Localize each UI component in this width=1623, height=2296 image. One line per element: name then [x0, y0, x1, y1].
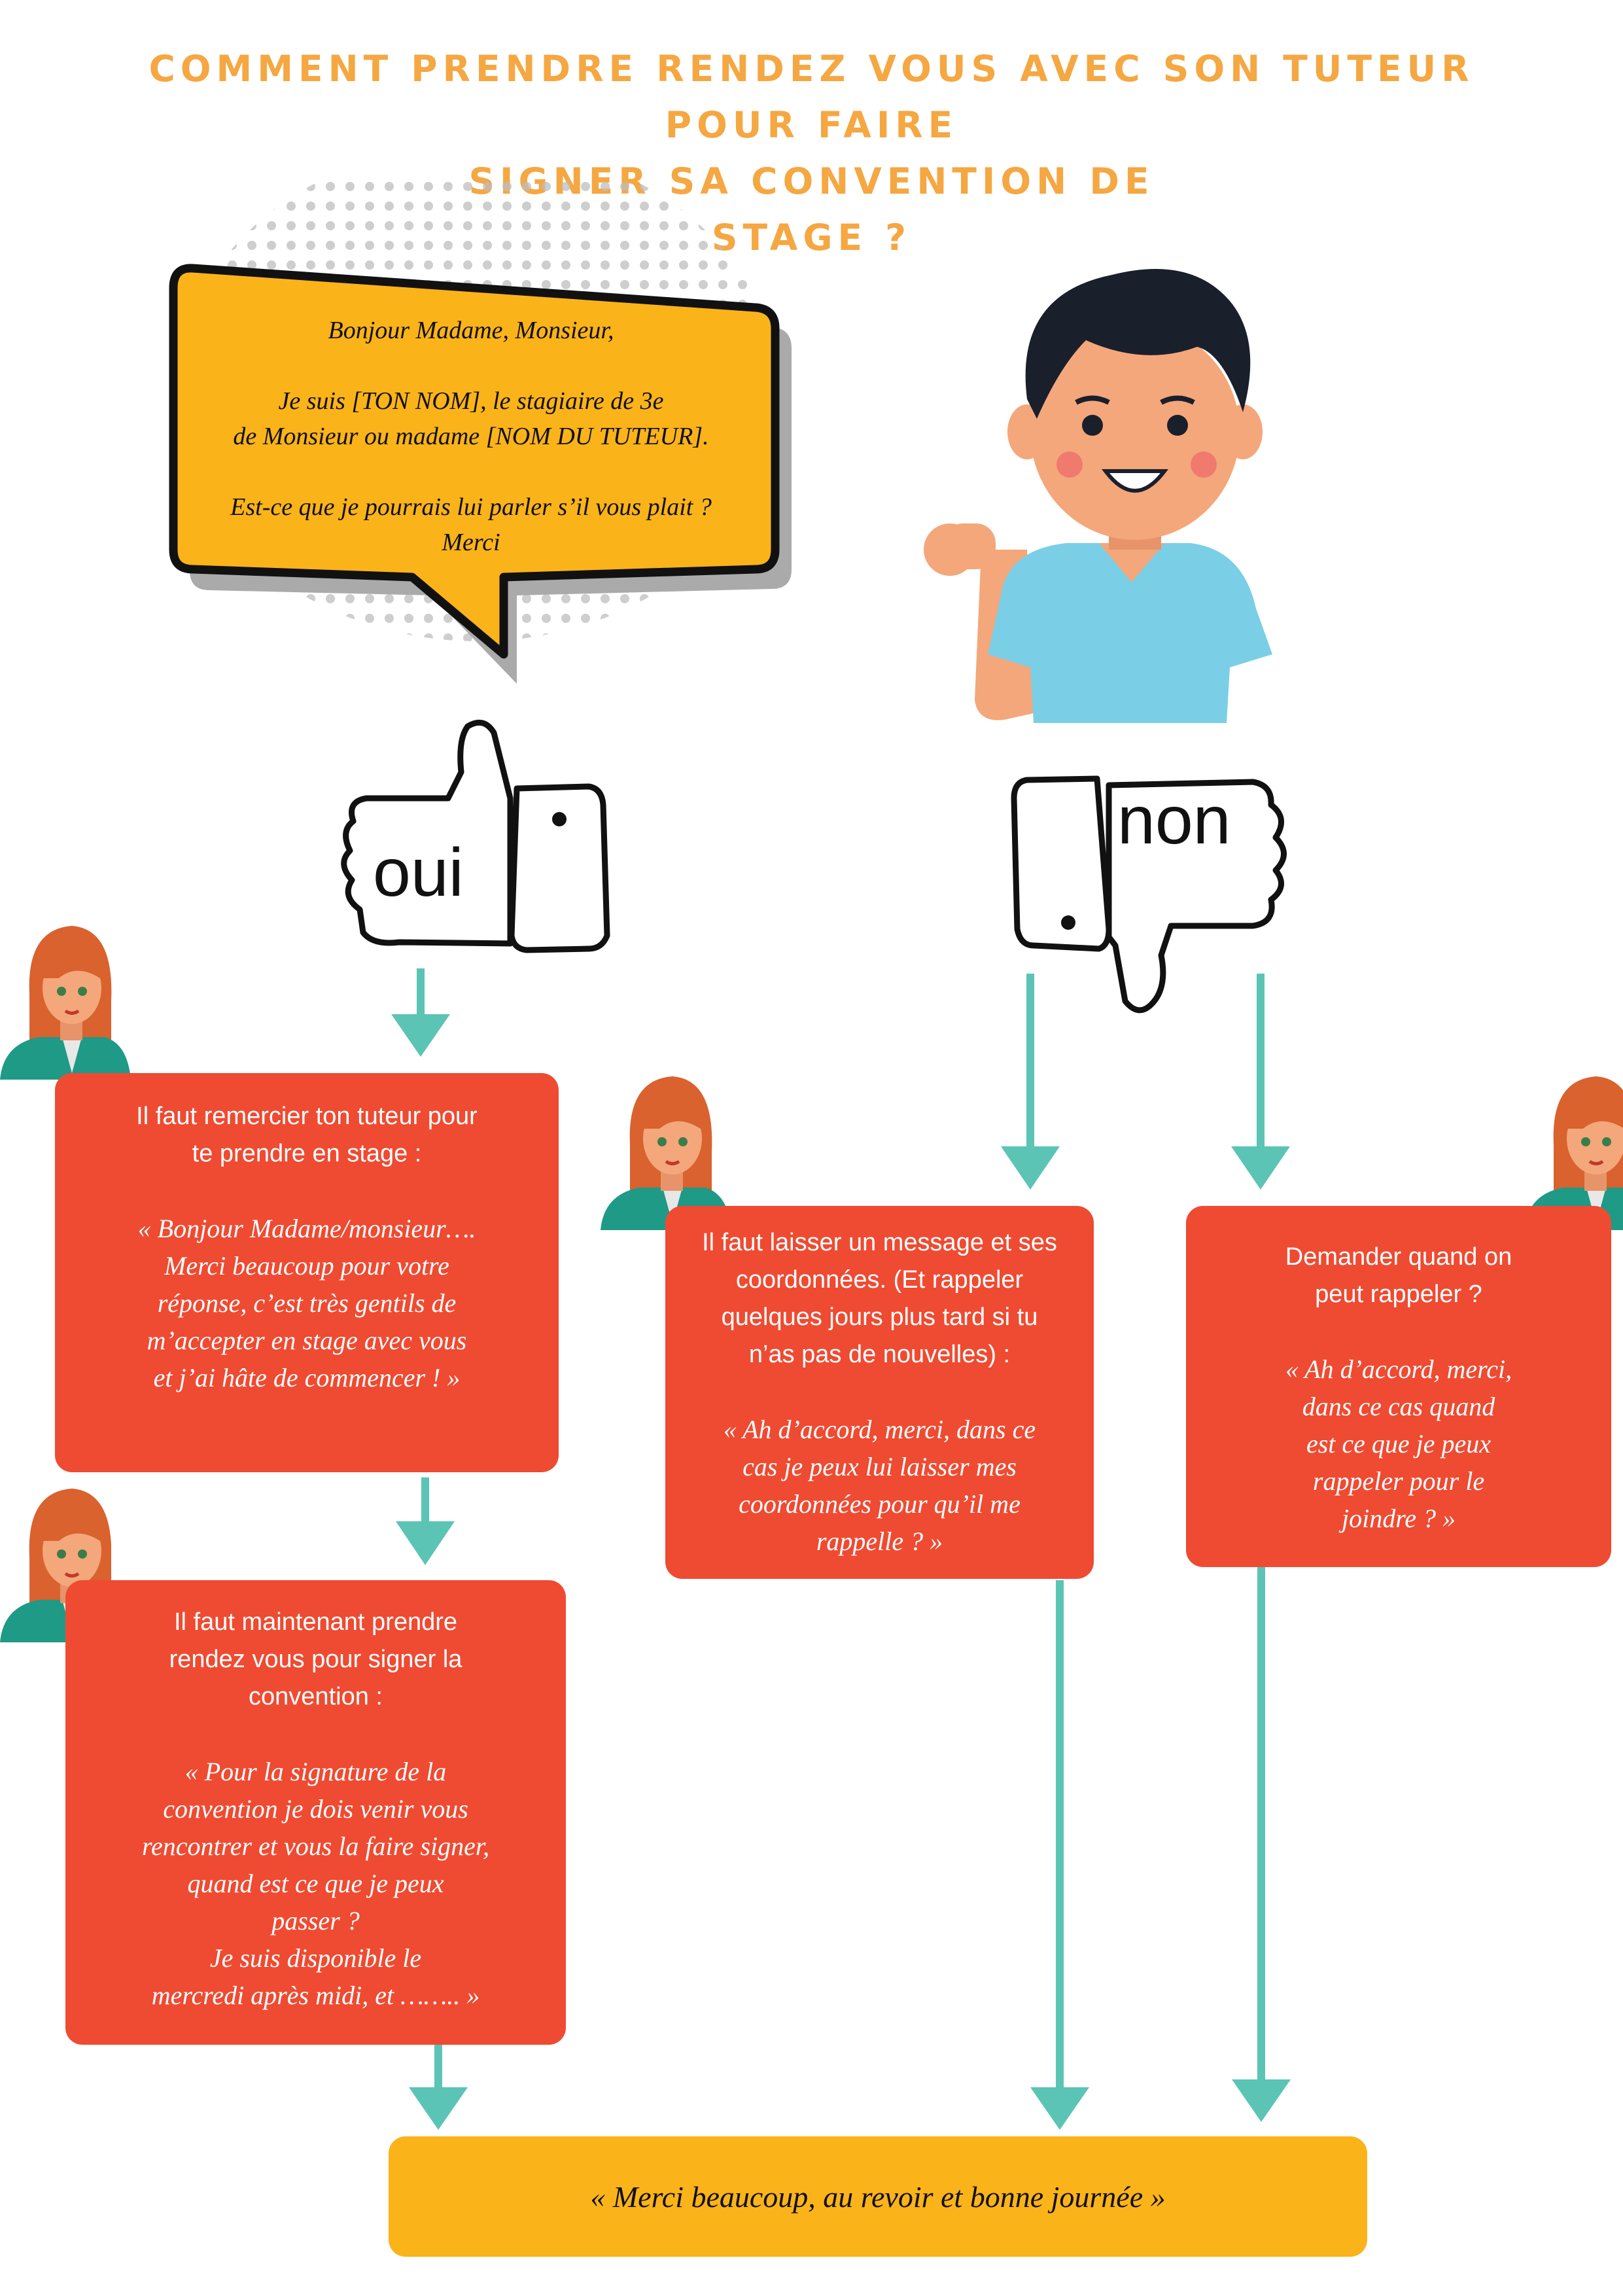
- box-head-line: rendez vous pour signer la: [169, 1646, 462, 1673]
- arrow-down-icon: [1030, 1580, 1089, 2130]
- box-quote-line: « Bonjour Madame/monsieur….: [137, 1214, 476, 1243]
- closing-box: « Merci beaucoup, au revoir et bonne jou…: [389, 2136, 1367, 2257]
- box-quote-line: coordonnées pour qu’il me: [739, 1489, 1021, 1519]
- box-quote-line: joindre ? »: [1341, 1504, 1456, 1533]
- bubble-line-6: Est-ce que je pourrais lui parler s’il v…: [230, 493, 712, 521]
- thumbs-up-icon: [341, 719, 610, 953]
- box-head-line: n’as pas de nouvelles) :: [748, 1341, 1011, 1368]
- box-quote-line: est ce que je peux: [1306, 1429, 1492, 1458]
- box-quote-line: mercredi après midi, et …….. »: [151, 1981, 480, 2010]
- woman-advisor-icon: [1524, 1076, 1623, 1230]
- box-quote-line: passer ?: [271, 1906, 360, 1935]
- yes-label: oui: [373, 835, 464, 911]
- arrow-down-icon: [1231, 974, 1290, 1190]
- box-quote-line: « Ah d’accord, merci, dans ce: [723, 1415, 1036, 1444]
- box-quote-line: réponse, c’est très gentils de: [157, 1288, 457, 1318]
- box-head-line: coordonnées. (Et rappeler: [735, 1266, 1024, 1294]
- box-quote-line: rappeler pour le: [1312, 1466, 1485, 1496]
- box-head-line: Il faut maintenant prendre: [173, 1608, 458, 1636]
- thumbs-down-icon: [1011, 775, 1287, 1014]
- arrow-down-icon: [396, 1477, 455, 1565]
- box-head-line: convention :: [249, 1683, 383, 1710]
- speech-bubble-icon: [169, 177, 792, 684]
- speech-bubble-text: Bonjour Madame, Monsieur, Je suis [TON N…: [190, 313, 752, 560]
- box-quote-line: « Ah d’accord, merci,: [1285, 1354, 1512, 1384]
- woman-advisor-icon: [0, 926, 131, 1080]
- make-appointment-box: Il faut maintenant prendre rendez vous p…: [65, 1580, 566, 2045]
- bubble-line-7: Merci: [442, 529, 500, 556]
- box-quote-line: cas je peux lui laisser mes: [742, 1452, 1017, 1481]
- no-label: non: [1117, 783, 1231, 858]
- boy-waving-icon: [924, 269, 1272, 723]
- bubble-line-4: de Monsieur ou madame [NOM DU TUTEUR].: [233, 423, 709, 450]
- box-head-line: Il faut remercier ton tuteur pour: [136, 1103, 478, 1130]
- title-line-3: STAGE ?: [711, 217, 912, 258]
- arrow-down-icon: [391, 968, 450, 1057]
- title-line-1: COMMENT PRENDRE RENDEZ VOUS AVEC SON TUT…: [148, 48, 1475, 146]
- box-head-line: Il faut laisser un message et ses: [702, 1229, 1057, 1256]
- box-quote-line: et j’ai hâte de commencer ! »: [153, 1363, 461, 1392]
- box-quote-line: Je suis disponible le: [209, 1943, 422, 1973]
- arrow-down-icon: [1001, 974, 1060, 1190]
- page-title: COMMENT PRENDRE RENDEZ VOUS AVEC SON TUT…: [131, 41, 1492, 266]
- box-head-line: te prendre en stage :: [192, 1140, 422, 1167]
- box-quote-line: rencontrer et vous la faire signer,: [141, 1831, 490, 1861]
- thank-tutor-box: Il faut remercier ton tuteur pour te pre…: [55, 1073, 559, 1472]
- box-quote-line: dans ce cas quand: [1302, 1392, 1495, 1421]
- box-quote-line: rappelle ? »: [816, 1527, 943, 1556]
- box-quote-line: convention je dois venir vous: [163, 1794, 468, 1824]
- box-head-line: quelques jours plus tard si tu: [721, 1303, 1038, 1331]
- box-head-line: Demander quand on: [1285, 1243, 1512, 1271]
- box-quote-line: Merci beaucoup pour votre: [164, 1251, 449, 1280]
- box-quote-line: quand est ce que je peux: [187, 1869, 444, 1898]
- arrow-down-icon: [1232, 1567, 1291, 2122]
- closing-text: « Merci beaucoup, au revoir et bonne jou…: [590, 2180, 1166, 2214]
- arrow-down-icon: [409, 2041, 468, 2130]
- leave-message-box: Il faut laisser un message et ses coordo…: [665, 1206, 1094, 1579]
- bubble-line-3: Je suis [TON NOM], le stagiaire de 3e: [278, 387, 664, 415]
- box-quote-line: « Pour la signature de la: [184, 1757, 447, 1786]
- box-head-line: peut rappeler ?: [1315, 1280, 1482, 1308]
- ask-callback-box: Demander quand on peut rappeler ? « Ah d…: [1186, 1206, 1611, 1567]
- bubble-line-1: Bonjour Madame, Monsieur,: [328, 317, 614, 344]
- box-quote-line: m’accepter en stage avec vous: [147, 1326, 467, 1355]
